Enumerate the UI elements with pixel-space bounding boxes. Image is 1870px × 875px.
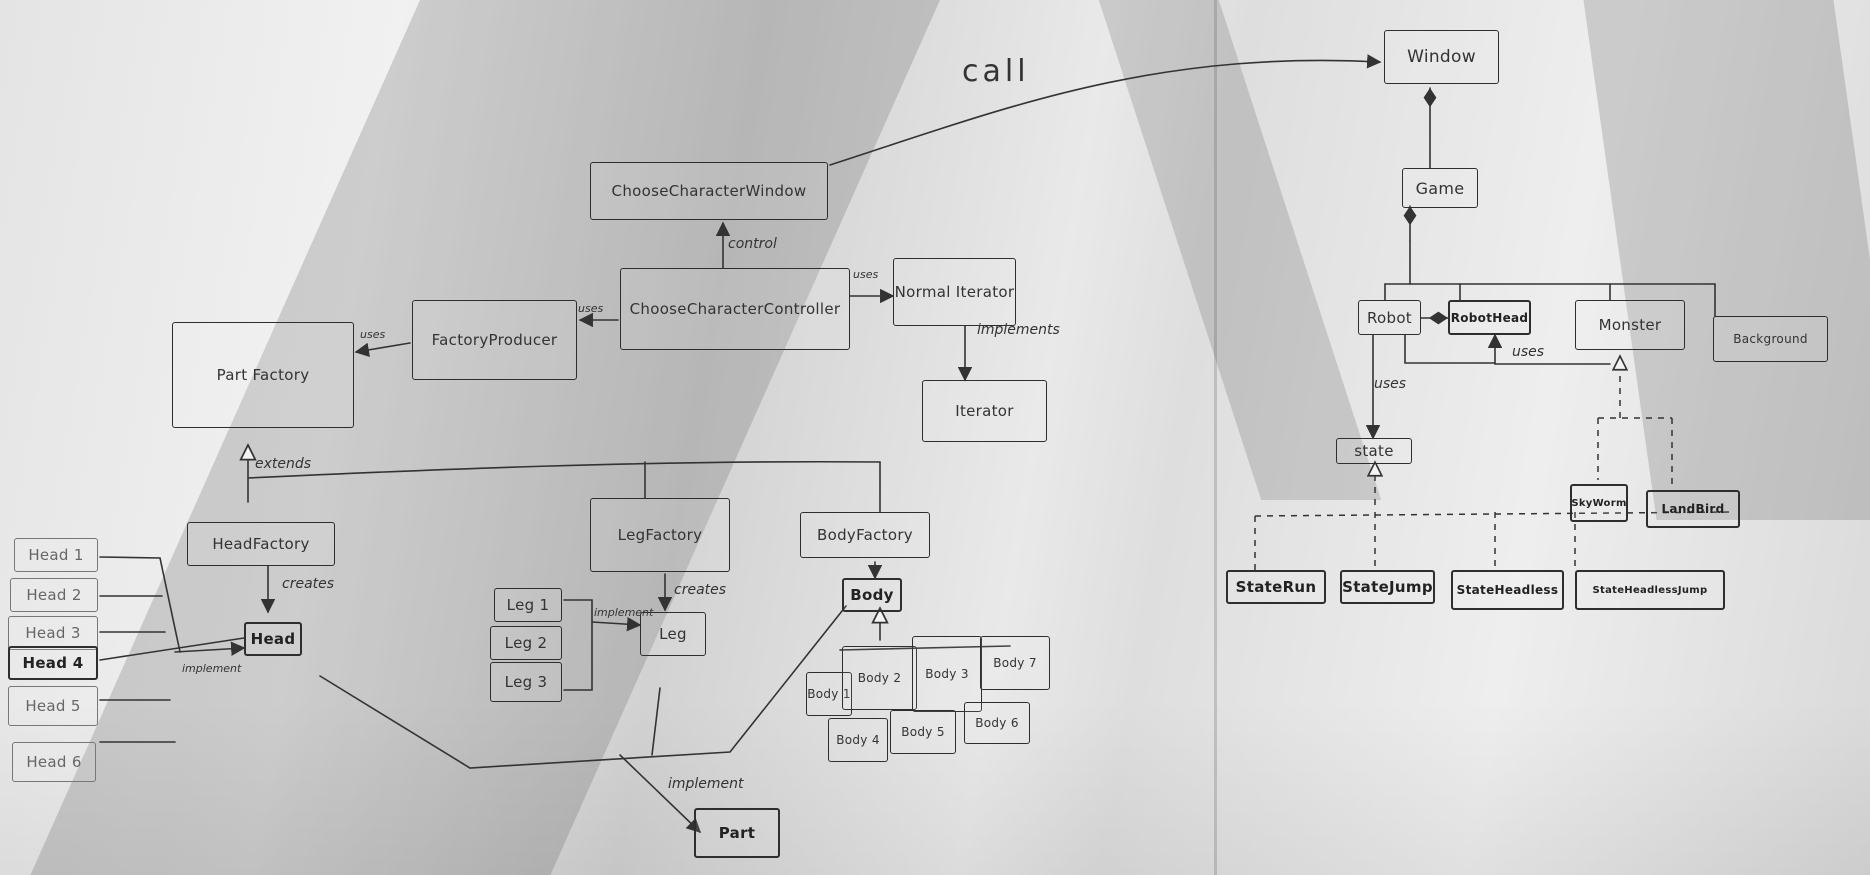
label-creates-leg: creates xyxy=(674,582,727,598)
box-state-headless-jump: StateHeadlessJump xyxy=(1575,570,1725,610)
box-body-variant: Body 2 xyxy=(842,646,917,710)
label-implement-head: implement xyxy=(182,662,242,675)
box-part: Part xyxy=(694,808,780,858)
box-leg-factory: LegFactory xyxy=(590,498,730,572)
box-head-variant: Head 6 xyxy=(12,742,96,782)
box-head-variant: Head 1 xyxy=(14,538,98,572)
label-implement-part: implement xyxy=(668,776,744,792)
box-head: Head xyxy=(244,622,302,656)
box-state-jump: StateJump xyxy=(1340,570,1435,604)
box-choose-character-controller: ChooseCharacterController xyxy=(620,268,850,350)
box-body-variant: Body 4 xyxy=(828,718,888,762)
box-body-variant: Body 5 xyxy=(890,710,956,754)
box-robot: Robot xyxy=(1358,300,1421,335)
box-choose-character-window: ChooseCharacterWindow xyxy=(590,162,828,220)
box-leg-variant: Leg 1 xyxy=(494,588,562,622)
box-sky-worm: SkyWorm xyxy=(1570,484,1628,522)
box-leg-variant: Leg 3 xyxy=(490,662,562,702)
label-call: call xyxy=(962,54,1030,89)
box-state-run: StateRun xyxy=(1226,570,1326,604)
box-land-bird: LandBird xyxy=(1646,490,1740,528)
label-implement-leg: implement xyxy=(594,606,654,619)
box-state-headless: StateHeadless xyxy=(1451,570,1564,610)
box-state: state xyxy=(1336,438,1412,464)
box-body-factory: BodyFactory xyxy=(800,512,930,558)
box-part-factory: Part Factory xyxy=(172,322,354,428)
box-robot-head: RobotHead xyxy=(1448,300,1531,335)
label-implements: implements xyxy=(977,322,1060,338)
box-body-variant: Body 6 xyxy=(964,702,1030,744)
label-uses-producer: uses xyxy=(578,302,604,315)
label-control: control xyxy=(728,236,777,252)
label-uses-partfactory: uses xyxy=(360,328,386,341)
box-body-variant: Body 3 xyxy=(912,636,982,712)
box-head-variant: Head 2 xyxy=(10,578,98,612)
box-body: Body xyxy=(842,578,902,612)
box-leg-variant: Leg 2 xyxy=(490,626,562,660)
label-uses-monster: uses xyxy=(1512,344,1545,360)
box-iterator: Iterator xyxy=(922,380,1047,442)
box-background: Background xyxy=(1713,316,1828,362)
box-head-factory: HeadFactory xyxy=(187,522,335,566)
box-game: Game xyxy=(1402,168,1478,208)
box-head-variant: Head 5 xyxy=(8,686,98,726)
box-head-variant: Head 3 xyxy=(8,616,98,650)
label-creates-head: creates xyxy=(282,576,335,592)
paper-fold xyxy=(1214,0,1217,875)
box-head-variant: Head 4 xyxy=(8,646,98,680)
box-body-variant: Body 7 xyxy=(980,636,1050,690)
box-leg: Leg xyxy=(640,612,706,656)
box-window: Window xyxy=(1384,30,1499,84)
box-normal-iterator: Normal Iterator xyxy=(893,258,1016,326)
box-monster: Monster xyxy=(1575,300,1685,350)
label-extends: extends xyxy=(255,456,312,472)
label-uses-iterator: uses xyxy=(853,268,879,281)
label-uses-state: uses xyxy=(1374,376,1407,392)
box-factory-producer: FactoryProducer xyxy=(412,300,577,380)
